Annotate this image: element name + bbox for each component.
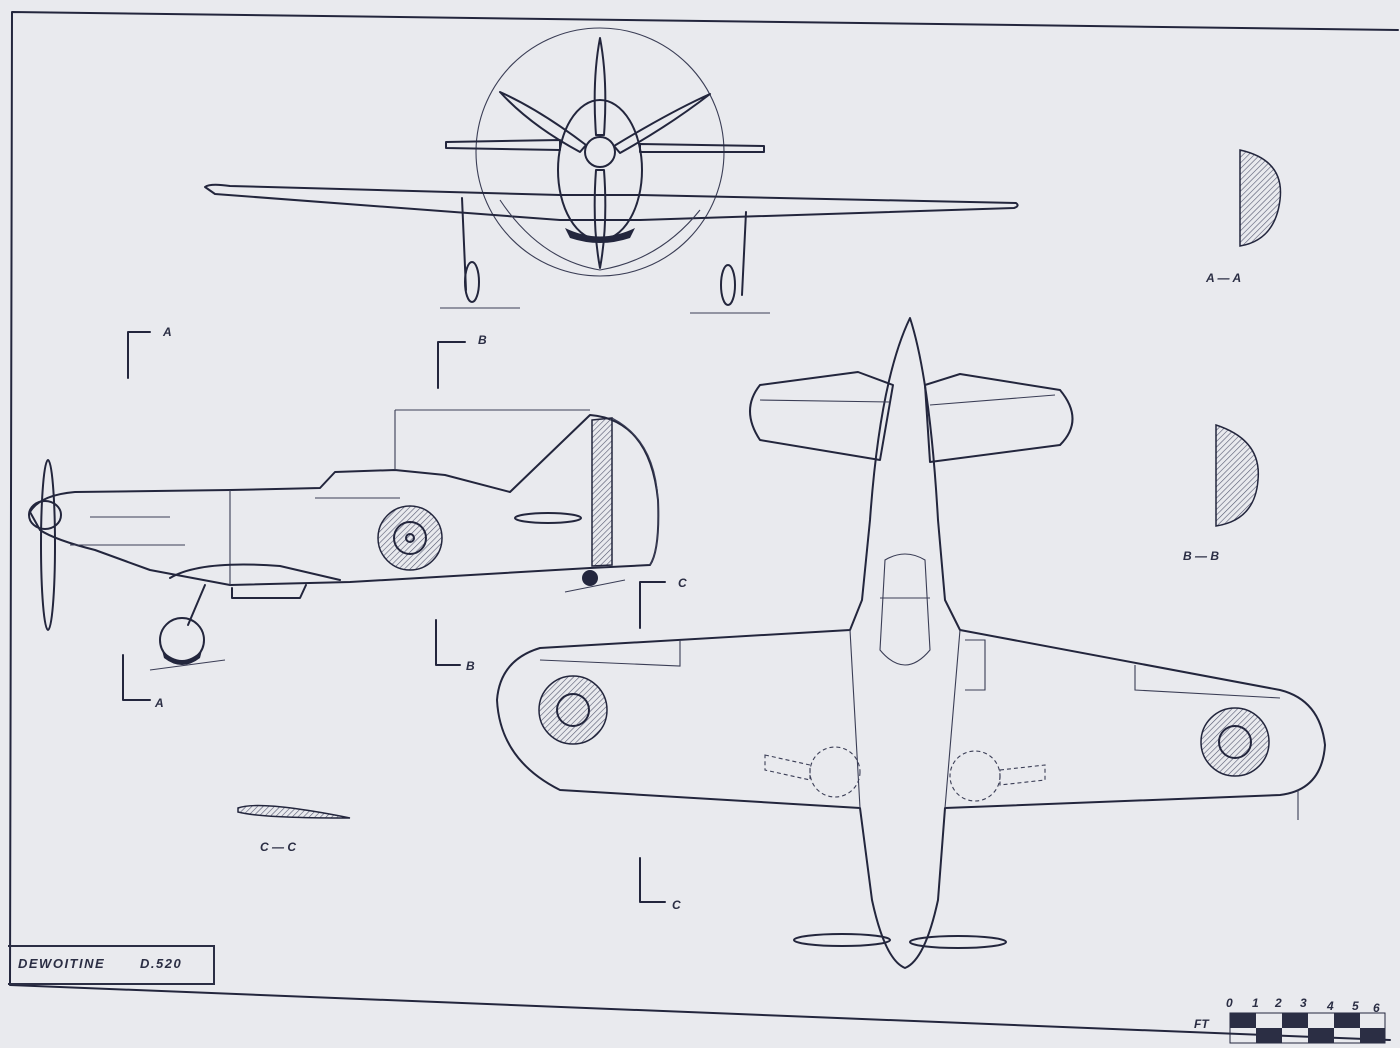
marker-a-top: A (162, 325, 172, 339)
title-block: DEWOITINE D.520 (8, 945, 215, 985)
section-aa-profile (1239, 149, 1282, 247)
section-bb-label: B — B (1183, 549, 1219, 563)
aircraft-name: DEWOITINE (18, 956, 106, 971)
scale-tick: 4 (1326, 999, 1334, 1013)
top-view (496, 317, 1326, 969)
scale-tick: 0 (1226, 996, 1233, 1010)
marker-c-bottom: C (672, 898, 681, 912)
scale-unit: FT (1194, 1017, 1210, 1031)
scale-tick: 2 (1274, 996, 1282, 1010)
sheet-border (9, 11, 1399, 1041)
aircraft-model: D.520 (140, 956, 183, 971)
marker-b-top: B (478, 333, 487, 347)
marker-c-top: C (678, 576, 687, 590)
scale-tick: 1 (1252, 996, 1259, 1010)
scale-tick: 3 (1300, 996, 1307, 1010)
marker-a-bottom: A (154, 696, 164, 710)
section-cut-markers (122, 331, 666, 903)
scale-tick: 5 (1352, 999, 1359, 1013)
scale-tick: 6 (1373, 1001, 1380, 1015)
section-aa-label: A — A (1205, 271, 1241, 285)
side-view (28, 409, 660, 671)
section-bb-profile (1215, 423, 1260, 527)
front-view (204, 27, 1019, 314)
section-cc-label: C — C (260, 840, 296, 854)
marker-b-bottom: B (466, 659, 475, 673)
section-cc-profile (237, 804, 351, 819)
scale-bar: FT 0 1 2 3 4 5 6 (1194, 996, 1386, 1044)
